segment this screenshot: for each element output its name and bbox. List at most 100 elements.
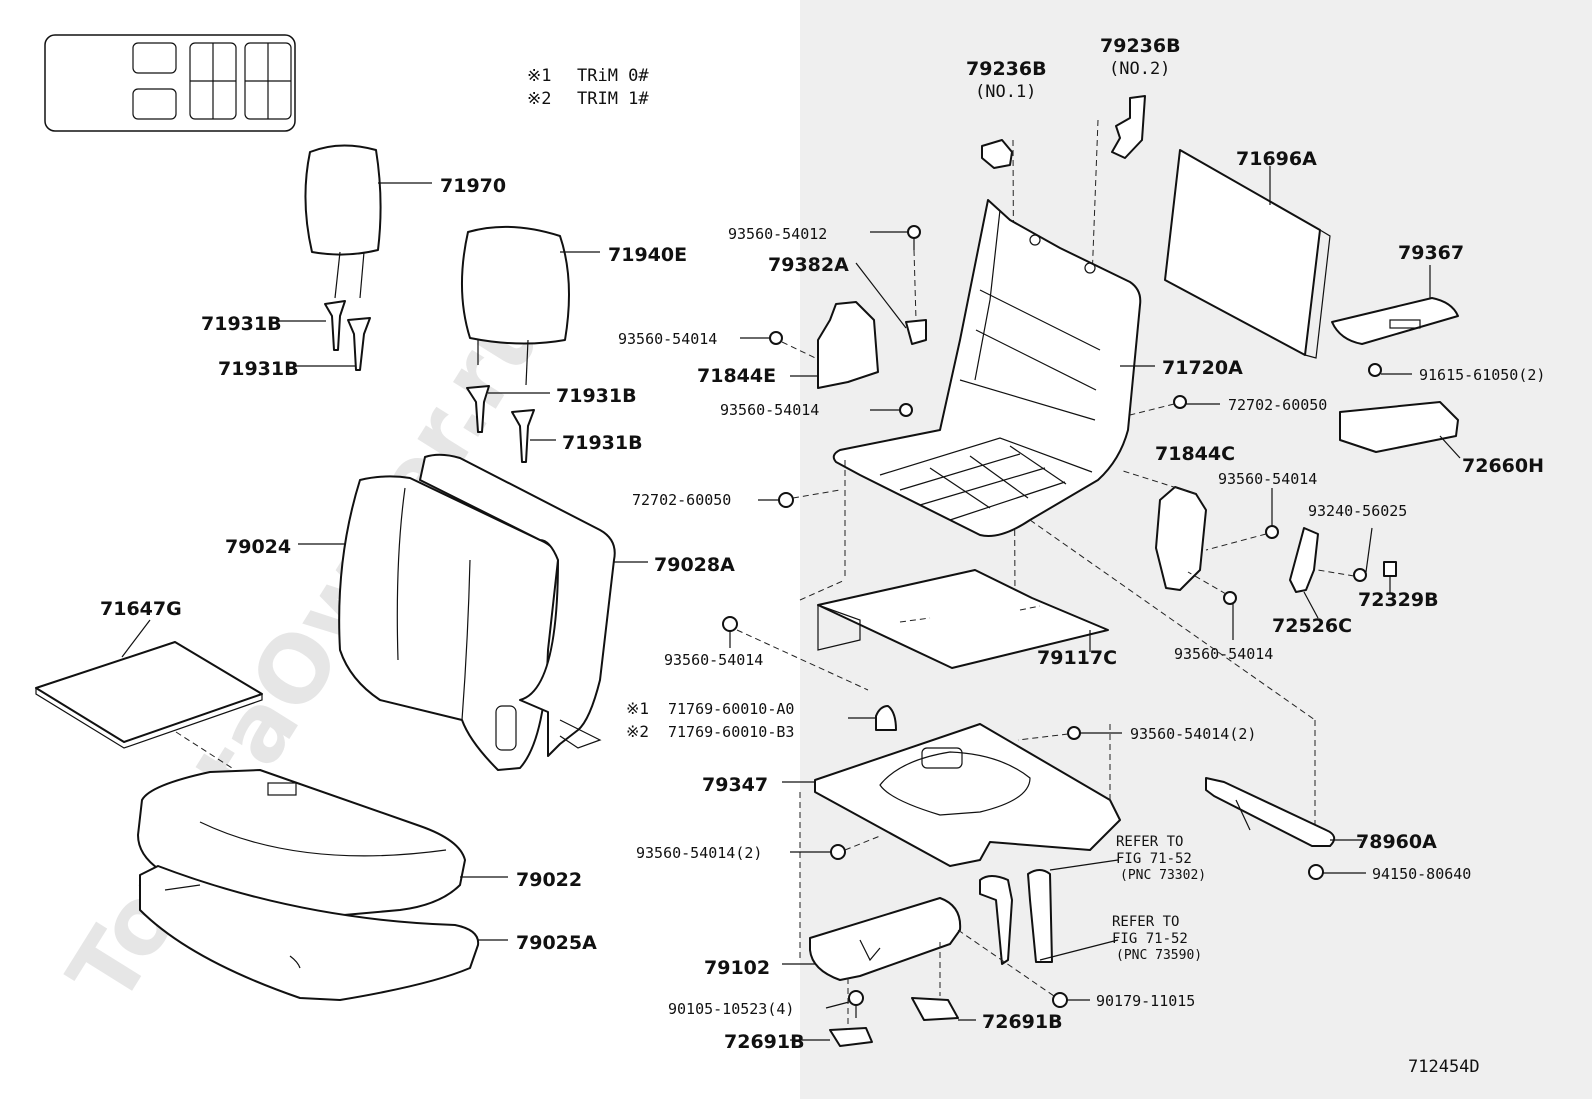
headrest-71940E [460, 225, 570, 386]
refer-note-2: REFER TO FIG 71-52 (PNC 73590) [1112, 914, 1202, 963]
refer-2-line3: (PNC 73590) [1116, 948, 1202, 963]
label-90179-11015: 90179-11015 [1096, 992, 1195, 1010]
bracket-78960A [1205, 777, 1336, 847]
frame-79102 [809, 897, 962, 981]
refer-1-line2: FIG 71-52 [1116, 851, 1192, 867]
nut-94150-80640 [1308, 864, 1324, 880]
label-79347: 79347 [702, 774, 768, 796]
refer-2-line1: REFER TO [1112, 914, 1179, 930]
label-93560-54014-c: 93560-54014 [1218, 470, 1317, 488]
label-93560-54014-a: 93560-54014 [618, 330, 717, 348]
bracket-72691B-b [911, 997, 959, 1021]
trim-note-2-text: TRIM 1# [577, 89, 649, 109]
refer-note-1: REFER TO FIG 71-52 (PNC 73302) [1116, 834, 1206, 883]
bolt-72702-60050-b [778, 492, 794, 508]
seat-config-inset [44, 34, 296, 132]
refer-1-line1: REFER TO [1116, 834, 1183, 850]
frame-79347 [814, 723, 1121, 867]
label-71769-b3-mark: ※2 [626, 722, 649, 741]
label-72660H: 72660H [1462, 455, 1544, 477]
label-71844C: 71844C [1155, 443, 1235, 465]
headrest-guides [324, 300, 535, 463]
label-78960A: 78960A [1356, 831, 1437, 853]
label-71940E: 71940E [608, 244, 687, 266]
label-71931B-c: 71931B [556, 385, 637, 407]
screw-93240-56025 [1353, 568, 1367, 582]
cover-72526C [1289, 527, 1319, 593]
label-71931B-d: 71931B [562, 432, 643, 454]
cover-72660H [1339, 401, 1459, 453]
label-79236B-no1-sub: (NO.1) [975, 82, 1036, 102]
label-71647G: 71647G [100, 598, 182, 620]
nut-90179-11015 [1052, 992, 1068, 1008]
label-71931B-a: 71931B [201, 313, 282, 335]
label-71720A: 71720A [1162, 357, 1243, 379]
label-93560-54014-b: 93560-54014 [720, 401, 819, 419]
cap-71769 [875, 705, 897, 731]
board-71696A [1164, 149, 1331, 359]
cover-79367 [1331, 297, 1459, 345]
bolt-93560-54014-2-b [830, 844, 846, 860]
trim-note-1-text: TRiM 0# [577, 66, 649, 86]
diagram-code: 712454D [1408, 1057, 1480, 1077]
seat-frame-71720A [832, 199, 1142, 537]
label-79236B-no2-sub: (NO.2) [1109, 59, 1170, 79]
bolt-93560-54014-a [769, 331, 783, 345]
trim-note-1-mark: ※1 [527, 66, 551, 86]
bracket-79382A [905, 319, 927, 345]
label-72329B: 72329B [1358, 589, 1439, 611]
bolt-93560-54014-e [722, 616, 738, 632]
label-93560-54014-2-b: 93560-54014(2) [636, 844, 762, 862]
pad-71647G [35, 641, 263, 749]
label-71844E: 71844E [697, 365, 776, 387]
label-79117C: 79117C [1037, 647, 1117, 669]
label-72702-60050-b: 72702-60050 [632, 491, 731, 509]
bolt-90105-10523 [848, 990, 864, 1018]
cover-79236B-no2 [1111, 95, 1146, 159]
label-90105-10523: 90105-10523(4) [668, 1000, 794, 1018]
label-71696A: 71696A [1236, 148, 1317, 170]
nut-72329B [1383, 561, 1397, 577]
label-93560-54014-d: 93560-54014 [1174, 645, 1273, 663]
label-93560-54014-2-a: 93560-54014(2) [1130, 725, 1256, 743]
trim-notes: ※1 TRiM 0# ※2 TRIM 1# [527, 66, 649, 109]
refer-1-line3: (PNC 73302) [1120, 868, 1206, 883]
label-91615-61050: 91615-61050(2) [1419, 366, 1545, 384]
label-72702-60050-a: 72702-60050 [1228, 396, 1327, 414]
bolt-93560-54014-2-a [1067, 726, 1081, 740]
seatbelt-buckle [979, 859, 1119, 965]
label-79028A: 79028A [654, 554, 735, 576]
label-79025A: 79025A [516, 932, 597, 954]
cover-71844E [817, 301, 879, 389]
pad-79117C [817, 569, 1109, 669]
clip-91615-61050 [1368, 363, 1382, 377]
cover-79236B-no1 [981, 139, 1013, 169]
bolt-72702-60050-a [1173, 395, 1187, 409]
label-71769-a0-mark: ※1 [626, 699, 649, 718]
label-71769-60010-a0: 71769-60010-A0 [668, 700, 794, 718]
bolt-93560-54012 [907, 225, 921, 250]
label-71931B-b: 71931B [218, 358, 299, 380]
bolt-93560-54014-b [899, 403, 913, 417]
bracket-72691B-a [829, 1027, 873, 1047]
label-79367: 79367 [1398, 242, 1464, 264]
cover-71844C [1155, 486, 1207, 591]
label-72691B-b: 72691B [982, 1011, 1063, 1033]
bolt-93560-54014-d [1223, 591, 1237, 605]
cushion-79025A [139, 865, 480, 1001]
label-79022: 79022 [516, 869, 582, 891]
label-94150-80640: 94150-80640 [1372, 865, 1471, 883]
label-71970: 71970 [440, 175, 506, 197]
trim-note-2-mark: ※2 [527, 89, 551, 109]
label-79236B-no1: 79236B [966, 58, 1047, 80]
label-79236B-no2: 79236B [1100, 35, 1181, 57]
label-93560-54012: 93560-54012 [728, 225, 827, 243]
seatback-79028A [419, 453, 616, 757]
label-79382A: 79382A [768, 254, 849, 276]
label-72526C: 72526C [1272, 615, 1352, 637]
label-71769-60010-b3: 71769-60010-B3 [668, 723, 794, 741]
label-93560-54014-e: 93560-54014 [664, 651, 763, 669]
refer-2-line2: FIG 71-52 [1112, 931, 1188, 947]
